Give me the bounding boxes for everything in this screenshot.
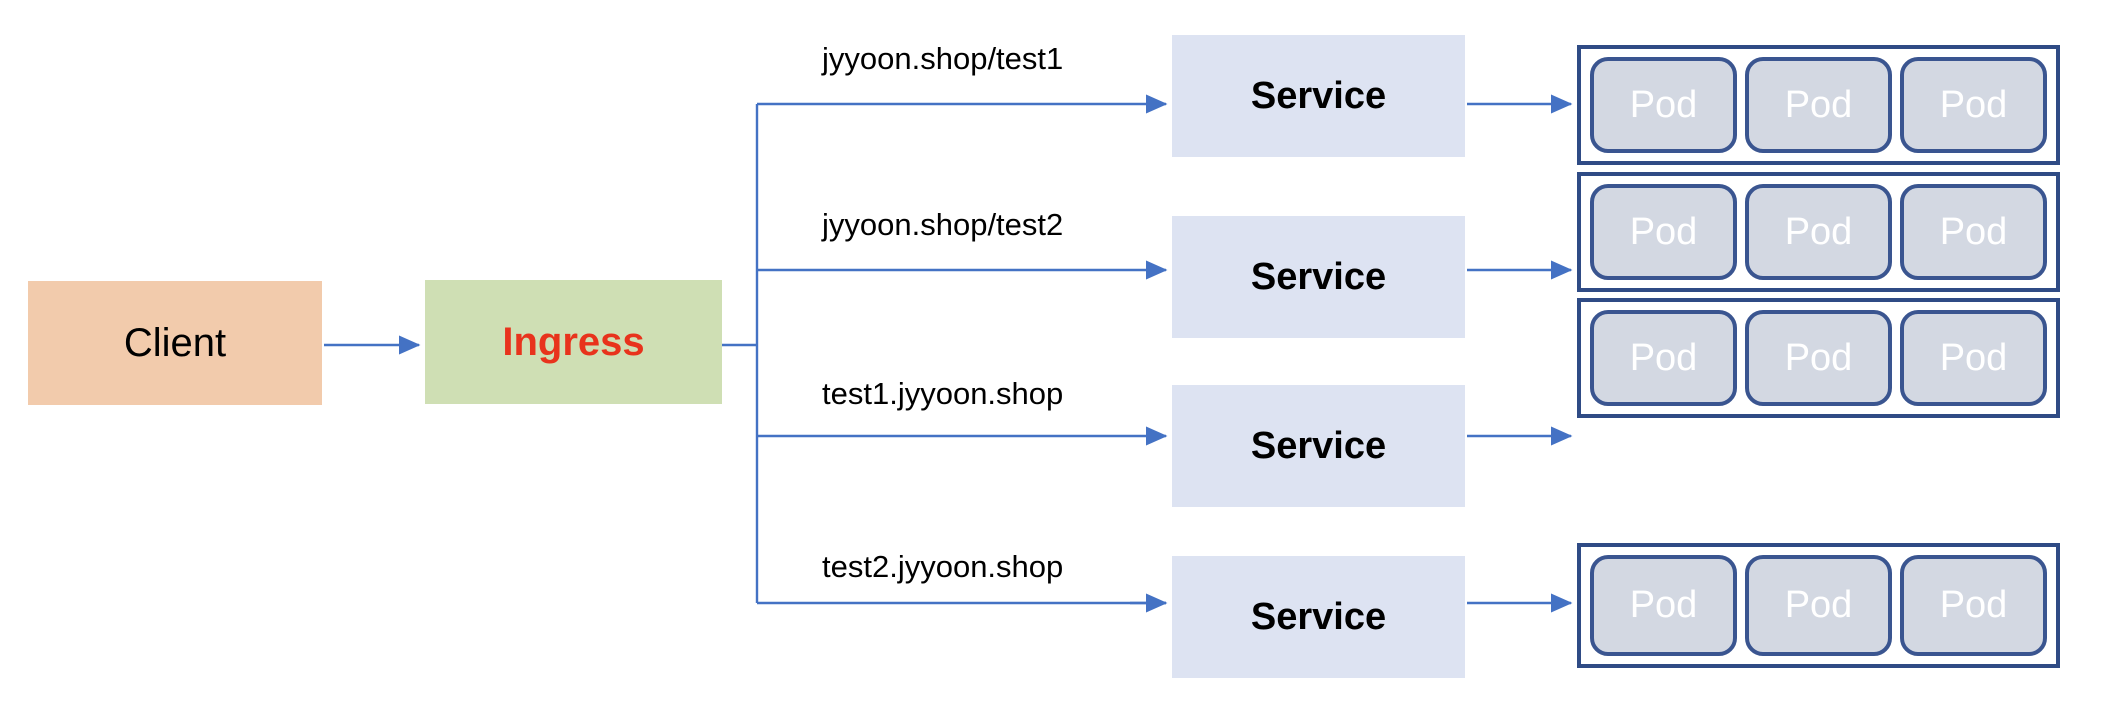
- ingress-node[interactable]: Ingress: [425, 280, 722, 404]
- service-node-4[interactable]: Service: [1172, 556, 1465, 678]
- service-label-3: Service: [1250, 424, 1387, 467]
- pod-1-3[interactable]: Pod: [1900, 57, 2047, 153]
- pod-3-2[interactable]: Pod: [1745, 310, 1892, 406]
- route-label-4: test2.jyyoon.shop: [822, 549, 1064, 584]
- route-label-1: jyyoon.shop/test1: [822, 41, 1064, 76]
- client-node[interactable]: Client: [28, 281, 322, 405]
- service-label-2: Service: [1250, 255, 1387, 298]
- pod-4-2[interactable]: Pod: [1745, 555, 1892, 656]
- service-node-3[interactable]: Service: [1172, 385, 1465, 507]
- service-node-1[interactable]: Service: [1172, 35, 1465, 157]
- route-label-2: jyyoon.shop/test2: [822, 207, 1064, 242]
- pod-3-1[interactable]: Pod: [1590, 310, 1737, 406]
- pod-4-1[interactable]: Pod: [1590, 555, 1737, 656]
- service-label-4: Service: [1250, 595, 1387, 638]
- pod-1-2[interactable]: Pod: [1745, 57, 1892, 153]
- ingress-label: Ingress: [502, 319, 645, 364]
- service-label-1: Service: [1250, 74, 1387, 117]
- pod-2-1[interactable]: Pod: [1590, 184, 1737, 280]
- pod-4-3[interactable]: Pod: [1900, 555, 2047, 656]
- client-label: Client: [123, 320, 227, 365]
- pod-group-1: Pod Pod Pod: [1577, 45, 2060, 165]
- pod-group-3: Pod Pod Pod: [1577, 298, 2060, 418]
- pod-2-3[interactable]: Pod: [1900, 184, 2047, 280]
- pod-3-3[interactable]: Pod: [1900, 310, 2047, 406]
- pod-group-2: Pod Pod Pod: [1577, 172, 2060, 292]
- service-node-2[interactable]: Service: [1172, 216, 1465, 338]
- pod-group-4: Pod Pod Pod: [1577, 543, 2060, 668]
- pod-1-1[interactable]: Pod: [1590, 57, 1737, 153]
- pod-2-2[interactable]: Pod: [1745, 184, 1892, 280]
- route-label-3: test1.jyyoon.shop: [822, 376, 1064, 411]
